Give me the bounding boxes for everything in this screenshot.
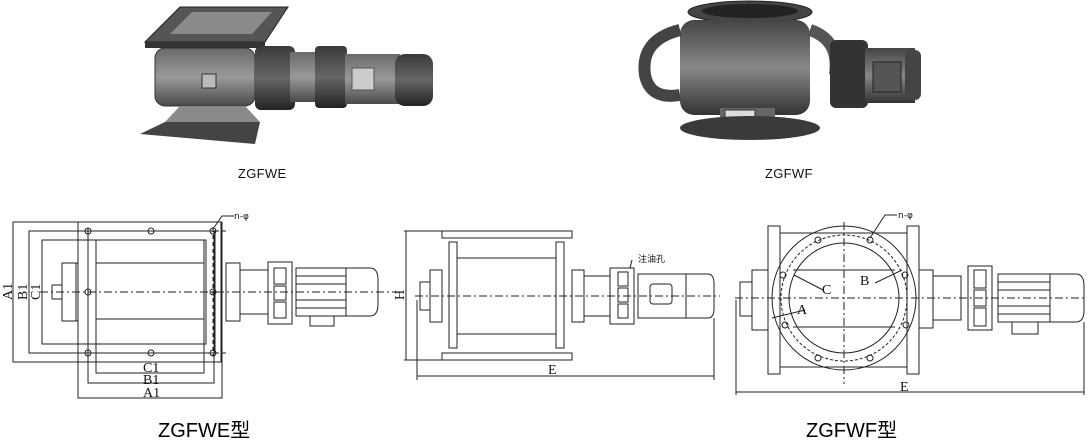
dim-e-zgfwf: E <box>900 380 909 395</box>
zgfwe-valve-illustration <box>140 6 433 144</box>
oil-hole-label: 注油孔 <box>638 253 665 265</box>
hole-spec-label: n-φ <box>234 212 249 222</box>
zgfwf-drawing-title: ZGFWF型 <box>806 420 898 442</box>
dim-e-side: E <box>548 363 557 378</box>
zgfwe-drawing-title: ZGFWE型 <box>158 420 251 442</box>
zgfwf-photo-caption: ZGFWF <box>765 166 813 181</box>
side-view-drawing: H E 注油孔 <box>393 230 720 380</box>
dim-h: H <box>393 290 408 300</box>
zgfwe-photo <box>140 2 440 152</box>
dim-c1-vertical: C1 <box>29 284 44 300</box>
dim-c: C <box>822 283 831 298</box>
dim-b: B <box>860 274 869 289</box>
zgfwe-plan-drawing: A1 B1 C1 C1 B1 A1 n-φ <box>1 212 400 401</box>
dim-a1-horizontal: A1 <box>143 386 160 401</box>
zgfwf-plan-drawing: A B C E n-φ <box>735 211 1085 395</box>
dim-b1-vertical: B1 <box>16 284 31 300</box>
hole-spec-label-zgfwf: n-φ <box>898 211 913 221</box>
dim-b1-horizontal: B1 <box>143 373 159 388</box>
zgfwf-photo <box>635 0 925 150</box>
dim-a: A <box>797 303 808 318</box>
zgfwf-valve-illustration <box>638 0 921 140</box>
dim-c1-horizontal: C1 <box>143 361 159 376</box>
dim-a1-vertical: A1 <box>1 283 16 300</box>
zgfwe-photo-caption: ZGFWE <box>238 166 287 181</box>
